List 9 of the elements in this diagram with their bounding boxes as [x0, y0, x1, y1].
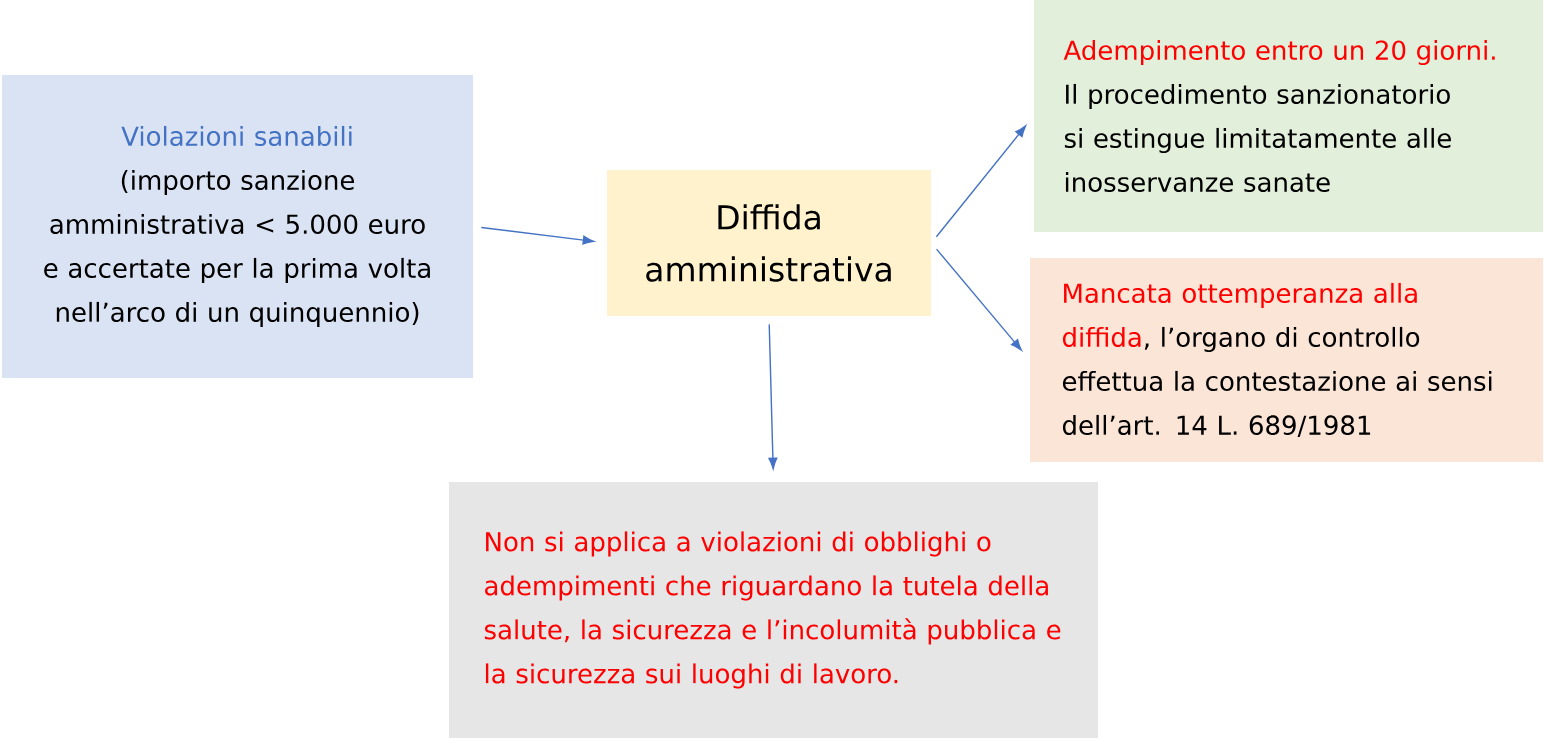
exclusion-box: Non si applica a violazioni di obblighi o adempimenti che riguardano la tutela della salute, la sicurezza e l’incolumità pubblica e la sicurezza sui luoghi di lavoro.: [449, 482, 1098, 738]
violation-box: Violazioni sanabili (importo sanzione amministrativa < 5.000 euro e accertate per la prima volta nell’arco di un quinquennio): [2, 75, 473, 378]
arrow: [768, 323, 778, 470]
outcome-box: Mancata ottemperanza alla diffida , l’organo di controllo effettua la contestazione ai sensi dell’art. 14 L. 689/1981: [1030, 258, 1543, 462]
arrow: [935, 248, 1022, 351]
arrow: [935, 125, 1027, 238]
arrow: [480, 226, 595, 245]
outcome-box: Adempimento entro un 20 giorni. Il procedimento sanzionatorio si estingue limitatamente alle inosservanze sanate: [1034, 0, 1543, 232]
process-box: Diffida amministrativa: [607, 170, 931, 316]
